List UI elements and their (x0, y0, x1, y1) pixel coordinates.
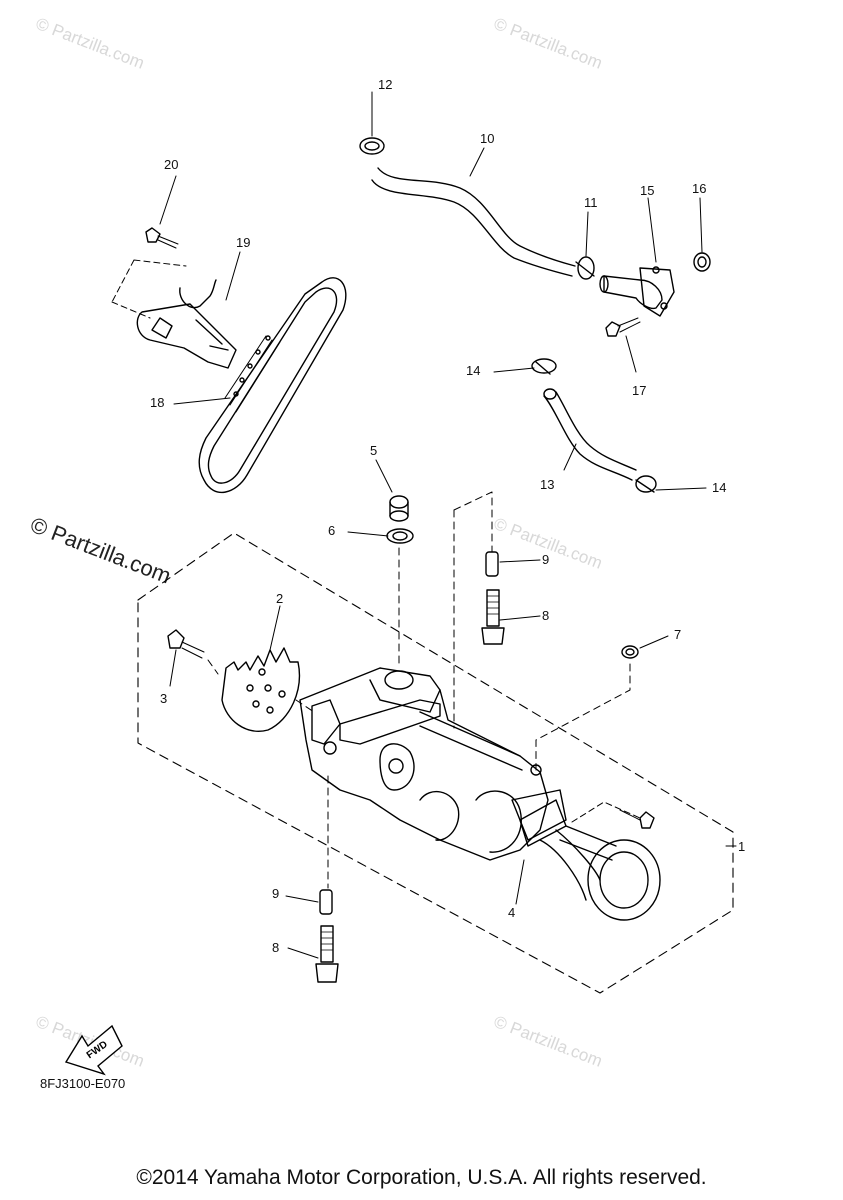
callout-2: 2 (276, 591, 284, 606)
hose-clamp (635, 475, 657, 493)
pipe-bolt (605, 317, 641, 337)
oil-hose-lower (543, 388, 637, 481)
hose-clamp (575, 256, 595, 280)
callout-9: 9 (542, 552, 550, 567)
callout-5: 5 (370, 443, 378, 458)
callout-6: 6 (328, 523, 336, 538)
guide-bolt (145, 227, 179, 249)
callout-20: 20 (164, 157, 179, 172)
callout-19: 19 (236, 235, 251, 250)
assembly-lines (207, 491, 631, 889)
strainer-bolt (619, 809, 655, 829)
callout-11: 11 (584, 195, 598, 210)
callout-12: 12 (378, 77, 393, 92)
flange-bolt (315, 925, 339, 983)
hose-clamp (531, 358, 557, 375)
callout-4: 4 (508, 905, 516, 920)
callout-16: 16 (692, 181, 707, 196)
callout-15: 15 (640, 183, 655, 198)
callout-18: 18 (150, 395, 165, 410)
fwd-arrow-icon: FWD (64, 1024, 123, 1076)
callout-13: 13 (540, 477, 555, 492)
dowel-pin (485, 551, 499, 577)
sprocket-bolt (167, 629, 205, 659)
callout-14: 14 (466, 363, 481, 378)
o-ring (386, 528, 414, 544)
oil-strainer (559, 825, 661, 921)
callout-9: 9 (272, 886, 280, 901)
chain-guide (136, 279, 237, 369)
leader-lines (159, 91, 737, 959)
callout-3: 3 (160, 691, 168, 706)
callout-17: 17 (632, 383, 647, 398)
hose-clamp (359, 137, 385, 155)
guide-leader-box (111, 259, 187, 319)
callout-14: 14 (712, 480, 727, 495)
flange-bolt (481, 589, 505, 645)
collar (389, 495, 409, 522)
copyright-notice: ©2014 Yamaha Motor Corporation, U.S.A. A… (136, 1166, 707, 1189)
callout-1: 1 (738, 839, 746, 854)
strainer-leader (571, 801, 641, 823)
o-ring (621, 645, 639, 659)
callout-8: 8 (272, 940, 280, 955)
callout-10: 10 (480, 131, 495, 146)
oil-hose-upper (371, 167, 576, 277)
diagram-code: 8FJ3100-E070 (40, 1076, 126, 1091)
strainer-gasket (519, 799, 567, 847)
callout-7: 7 (674, 627, 682, 642)
oil-pump-drive-chain (198, 277, 347, 494)
o-ring (693, 252, 711, 272)
oil-pump-sprocket (221, 647, 300, 732)
callout-8: 8 (542, 608, 550, 623)
assembly-outline (137, 532, 734, 994)
oil-pipe-elbow (599, 266, 675, 317)
dowel-pin (319, 889, 333, 915)
oil-pump-body (299, 667, 601, 901)
